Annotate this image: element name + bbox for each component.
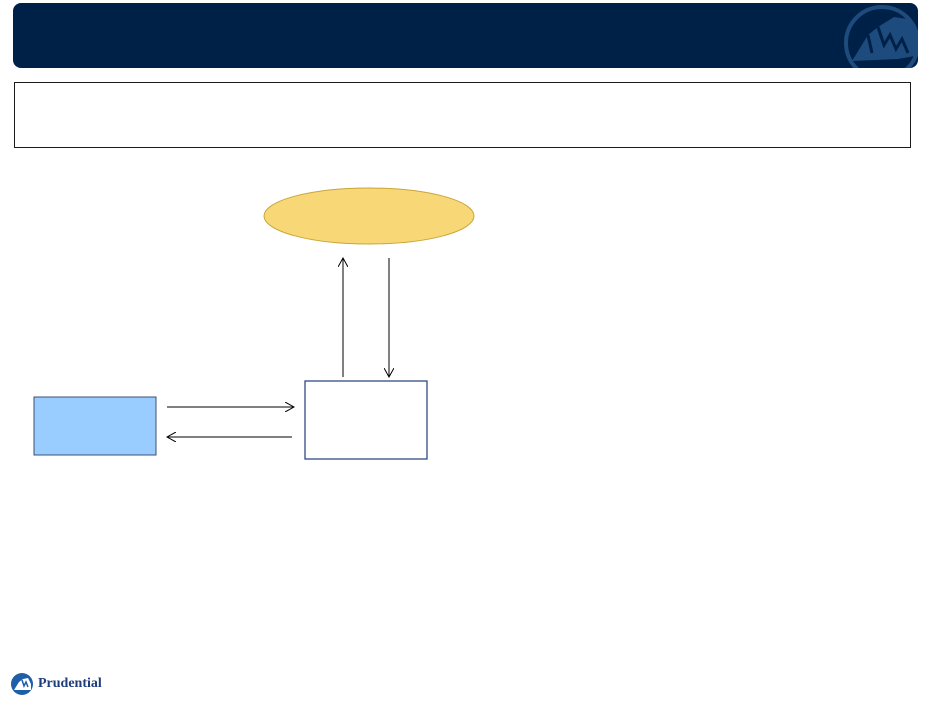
left-box-node [33,396,157,456]
center-box-node [304,380,428,460]
footer-brand: Prudential [38,676,102,691]
footer-logo: Prudential [10,670,102,698]
top-ellipse-node [263,187,475,245]
rock-of-gibraltar-icon [844,5,918,68]
prudential-rock-icon [11,673,33,695]
header-banner [13,3,918,68]
subtitle-box [14,82,911,148]
